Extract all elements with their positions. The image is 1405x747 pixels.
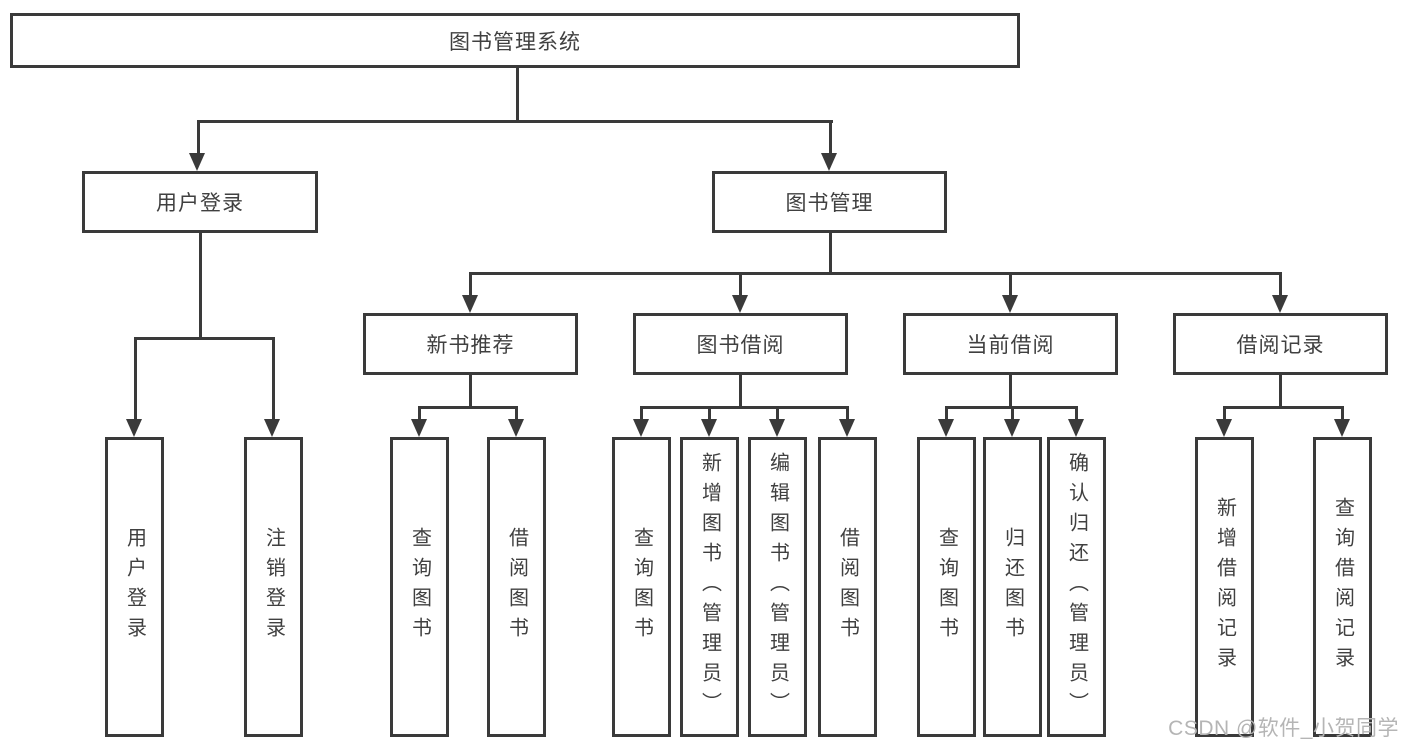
connector-line	[199, 233, 202, 340]
connector-line	[846, 406, 849, 419]
arrowhead-down-icon	[839, 419, 855, 437]
arrowhead-down-icon	[264, 419, 280, 437]
connector-line	[197, 120, 833, 123]
connector-line	[1011, 406, 1014, 419]
arrowhead-down-icon	[1272, 295, 1288, 313]
node-confirm-return-admin: 确认归还（管理员）	[1047, 437, 1106, 737]
arrowhead-down-icon	[1002, 295, 1018, 313]
connector-line	[134, 337, 275, 340]
csdn-watermark: CSDN @软件_小贺同学	[1168, 717, 1399, 740]
connector-line	[829, 233, 832, 275]
node-add-borrow-record: 新增借阅记录	[1195, 437, 1254, 737]
node-book-borrowing: 图书借阅	[633, 313, 848, 375]
node-query-borrow-record: 查询借阅记录	[1313, 437, 1372, 737]
arrowhead-down-icon	[1334, 419, 1350, 437]
connector-line	[272, 337, 275, 419]
connector-line	[1279, 272, 1282, 297]
arrowhead-down-icon	[633, 419, 649, 437]
connector-line	[1223, 406, 1343, 409]
connector-line	[829, 120, 832, 153]
node-logout: 注销登录	[244, 437, 303, 737]
connector-line	[776, 406, 779, 419]
node-query-books-recommend: 查询图书	[390, 437, 449, 737]
arrowhead-down-icon	[126, 419, 142, 437]
node-current-borrowing: 当前借阅	[903, 313, 1118, 375]
arrowhead-down-icon	[1004, 419, 1020, 437]
node-book-management: 图书管理	[712, 171, 947, 233]
connector-line	[640, 406, 643, 419]
node-new-book-recommendation: 新书推荐	[363, 313, 578, 375]
connector-line	[1075, 406, 1078, 419]
arrowhead-down-icon	[769, 419, 785, 437]
arrowhead-down-icon	[938, 419, 954, 437]
arrowhead-down-icon	[821, 153, 837, 171]
node-login: 用户登录	[105, 437, 164, 737]
connector-line	[1009, 375, 1012, 409]
connector-line	[1341, 406, 1344, 419]
connector-line	[739, 375, 742, 409]
arrowhead-down-icon	[1068, 419, 1084, 437]
arrowhead-down-icon	[189, 153, 205, 171]
connector-line	[197, 120, 200, 153]
arrowhead-down-icon	[462, 295, 478, 313]
connector-line	[469, 375, 472, 409]
arrowhead-down-icon	[732, 295, 748, 313]
connector-line	[1009, 272, 1012, 297]
arrowhead-down-icon	[411, 419, 427, 437]
connector-line	[469, 272, 472, 297]
connector-line	[418, 406, 518, 409]
connector-line	[469, 272, 1282, 275]
connector-line	[1223, 406, 1226, 419]
connector-line	[945, 406, 948, 419]
arrowhead-down-icon	[1216, 419, 1232, 437]
node-borrow-books-recommend: 借阅图书	[487, 437, 546, 737]
connector-line	[418, 406, 421, 419]
node-library-management-system: 图书管理系统	[10, 13, 1020, 68]
node-add-book-admin: 新增图书（管理员）	[680, 437, 739, 737]
arrowhead-down-icon	[508, 419, 524, 437]
node-edit-book-admin: 编辑图书（管理员）	[748, 437, 807, 737]
node-borrow-books-borrowing: 借阅图书	[818, 437, 877, 737]
node-query-books-borrowing: 查询图书	[612, 437, 671, 737]
connector-line	[708, 406, 711, 419]
node-return-books: 归还图书	[983, 437, 1042, 737]
connector-line	[134, 337, 137, 419]
node-borrowing-records: 借阅记录	[1173, 313, 1388, 375]
node-user-login: 用户登录	[82, 171, 318, 233]
connector-line	[516, 68, 519, 123]
node-query-books-current: 查询图书	[917, 437, 976, 737]
connector-line	[640, 406, 849, 409]
connector-line	[739, 272, 742, 297]
arrowhead-down-icon	[701, 419, 717, 437]
connector-line	[515, 406, 518, 419]
connector-line	[1279, 375, 1282, 409]
